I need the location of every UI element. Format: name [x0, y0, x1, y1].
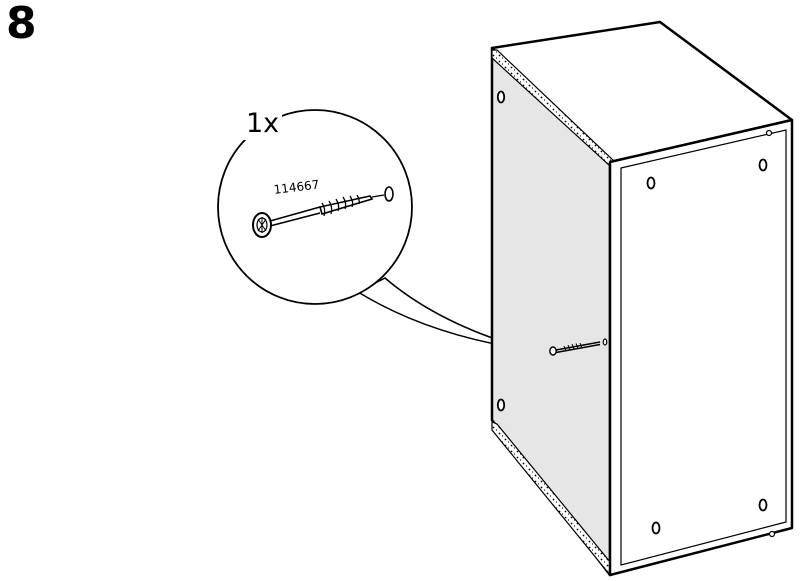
edge-hole: [768, 530, 776, 538]
quantity-label: 1x: [246, 108, 280, 139]
front-hole: [646, 176, 656, 190]
cabinet-front-inner: [620, 129, 787, 566]
magnifier-callout: [217, 109, 413, 305]
screw-icon: [252, 186, 394, 238]
edge-hole: [765, 129, 773, 137]
cabinet-front: [608, 118, 794, 577]
side-hole: [496, 90, 506, 104]
step-number: 8: [6, 0, 37, 49]
side-hole: [496, 398, 506, 412]
cabinet-illustration: [490, 20, 794, 577]
front-hole: [651, 521, 661, 535]
screw-icon: [549, 338, 608, 356]
front-hole: [758, 498, 768, 512]
front-hole: [758, 158, 768, 172]
